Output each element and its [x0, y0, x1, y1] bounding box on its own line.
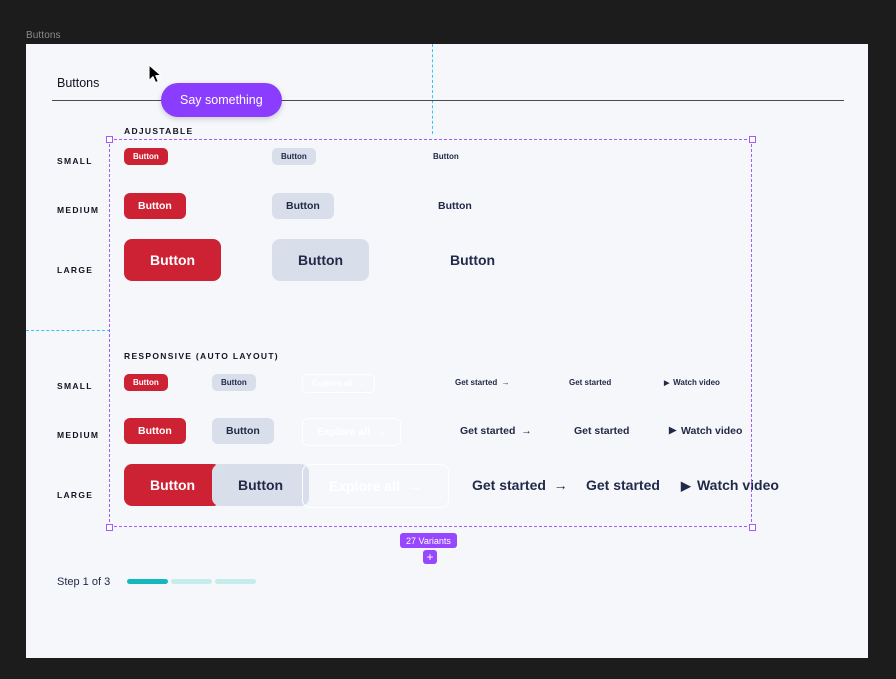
play-icon: ▶ — [669, 425, 677, 436]
button-label: Watch video — [673, 378, 720, 387]
button-label: Get started — [574, 424, 630, 437]
responsive-medium-secondary-button[interactable]: Button — [212, 417, 274, 444]
button-label: Watch video — [680, 424, 743, 437]
frame-label[interactable]: Buttons — [26, 30, 61, 41]
arrow-right-icon: → — [521, 424, 532, 437]
arrow-right-icon: → — [553, 477, 568, 493]
arrow-right-icon: → — [356, 379, 365, 388]
responsive-medium-link-button[interactable]: Get started → — [446, 418, 546, 444]
button-label: Get started — [460, 424, 516, 437]
section-title-adjustable: ADJUSTABLE — [124, 126, 194, 136]
adjustable-small-primary-button[interactable]: Button — [124, 148, 168, 165]
button-label: Button — [138, 424, 172, 437]
adjustable-small-secondary-button[interactable]: Button — [272, 148, 316, 165]
responsive-large-ghost-button[interactable]: Explore all → — [302, 464, 449, 508]
button-label: Button — [133, 152, 159, 161]
add-variant-icon[interactable]: + — [423, 550, 437, 564]
button-label: Watch video — [696, 477, 779, 493]
adjustable-large-secondary-button[interactable]: Button — [272, 239, 370, 281]
play-icon: ▶ — [664, 378, 670, 387]
vertical-guide — [432, 44, 433, 134]
adjustable-medium-text-button[interactable]: Button — [424, 193, 486, 219]
button-label: Explore all — [312, 379, 353, 388]
button-label: Button — [238, 477, 284, 493]
responsive-medium-link-button[interactable]: ▶Watch video — [655, 418, 756, 444]
responsive-medium-ghost-button[interactable]: Explore all → — [302, 417, 402, 446]
responsive-large-primary-button[interactable]: Button — [124, 464, 222, 506]
adjustable-medium-primary-button[interactable]: Button — [124, 192, 186, 219]
button-label: Button — [298, 252, 344, 268]
button-label: Button — [438, 199, 472, 212]
play-icon: ▶ — [681, 478, 691, 493]
row-label-medium: MEDIUM — [57, 430, 100, 440]
button-label: Button — [138, 199, 172, 212]
artboard — [26, 44, 868, 658]
heading-divider — [52, 100, 844, 101]
button-label: Button — [433, 152, 459, 161]
button-label: Button — [286, 199, 320, 212]
section-title-responsive: RESPONSIVE (AUTO LAYOUT) — [124, 351, 279, 361]
responsive-small-link-button[interactable]: ▶Watch video — [655, 374, 729, 391]
horizontal-guide — [26, 330, 110, 331]
responsive-small-link-button[interactable]: Get started — [560, 374, 620, 391]
button-label: Get started — [472, 477, 546, 493]
mouse-cursor-icon — [148, 64, 162, 84]
button-label: Button — [221, 378, 247, 387]
responsive-small-primary-button[interactable]: Button — [124, 374, 168, 391]
variant-count-badge[interactable]: 27 Variants — [400, 533, 457, 548]
adjustable-large-primary-button[interactable]: Button — [124, 239, 222, 281]
step-segment-3[interactable] — [215, 579, 256, 584]
row-label-small: SMALL — [57, 156, 93, 166]
responsive-small-link-button[interactable]: Get started→ — [446, 374, 519, 391]
button-label: Button — [281, 152, 307, 161]
step-segment-2[interactable] — [171, 579, 212, 584]
responsive-large-secondary-button[interactable]: Button — [212, 464, 310, 506]
button-label: Button — [226, 424, 260, 437]
button-label: Button — [133, 378, 159, 387]
responsive-medium-primary-button[interactable]: Button — [124, 417, 186, 444]
button-label: Button — [450, 252, 496, 268]
responsive-large-link-button[interactable]: Get started → — [446, 464, 594, 506]
button-label: Button — [150, 477, 196, 493]
arrow-right-icon: → — [407, 478, 422, 494]
button-label: Explore all — [329, 478, 400, 494]
responsive-small-secondary-button[interactable]: Button — [212, 374, 256, 391]
button-label: Get started — [455, 378, 498, 387]
row-label-medium: MEDIUM — [57, 205, 100, 215]
adjustable-small-text-button[interactable]: Button — [424, 148, 468, 165]
page-title: Buttons — [57, 76, 100, 90]
responsive-large-link-button[interactable]: Get started — [560, 464, 686, 506]
step-label: Step 1 of 3 — [57, 576, 111, 588]
responsive-small-ghost-button[interactable]: Explore all→ — [302, 374, 375, 393]
step-segment-1[interactable] — [127, 579, 168, 584]
adjustable-large-text-button[interactable]: Button — [424, 239, 521, 281]
say-something-tooltip[interactable]: Say something — [161, 83, 282, 117]
responsive-large-link-button[interactable]: ▶ Watch video — [655, 464, 805, 506]
adjustable-medium-secondary-button[interactable]: Button — [272, 192, 334, 219]
button-label: Get started — [569, 378, 612, 387]
arrow-right-icon: → — [501, 378, 510, 387]
row-label-large: LARGE — [57, 265, 94, 275]
button-label: Explore all — [317, 425, 371, 438]
button-label: Get started — [586, 477, 660, 493]
row-label-large: LARGE — [57, 490, 94, 500]
arrow-right-icon: → — [375, 425, 387, 438]
responsive-medium-link-button[interactable]: Get started — [560, 418, 643, 444]
button-label: Button — [150, 252, 196, 268]
step-progress-bar[interactable] — [127, 579, 256, 584]
row-label-small: SMALL — [57, 381, 93, 391]
